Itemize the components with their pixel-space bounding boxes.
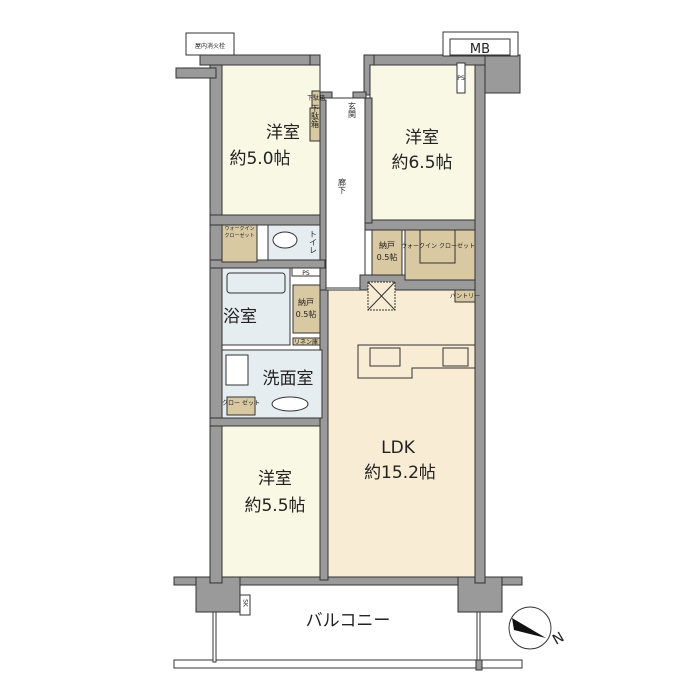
balcony-label: バルコニー bbox=[306, 611, 391, 631]
ldk-name: LDK bbox=[381, 438, 416, 458]
ps-label-1: PS bbox=[302, 270, 310, 277]
linen-label: リネン庫 bbox=[294, 338, 318, 346]
hallway-label: 廊下 bbox=[338, 177, 347, 195]
shoe-box-label: 下駄箱 bbox=[311, 104, 320, 129]
western-room-1-size: 約5.0帖 bbox=[229, 149, 290, 169]
western-room-2-size: 約6.5帖 bbox=[391, 153, 452, 173]
sk-box bbox=[239, 594, 251, 616]
washing-machine-icon bbox=[225, 354, 249, 386]
ps-label-2: PS bbox=[457, 75, 465, 82]
sk-label: SK bbox=[242, 599, 249, 608]
storage-2 bbox=[371, 229, 403, 276]
ps-box-2 bbox=[456, 62, 466, 94]
linen-closet bbox=[292, 337, 321, 346]
compass: N bbox=[508, 606, 567, 650]
walk-in-closet-1-label: ウォークイン クローゼット bbox=[224, 226, 255, 239]
closet-label: クロー ゼット bbox=[222, 399, 260, 407]
ldk-size: 約15.2帖 bbox=[364, 463, 436, 483]
bathtub-icon bbox=[226, 272, 286, 294]
walk-in-closet-1 bbox=[221, 224, 258, 263]
compass-north-label: N bbox=[550, 629, 567, 648]
bathroom-label-1: 浴室 bbox=[223, 307, 257, 327]
hallway bbox=[319, 97, 366, 289]
kitchen-sink-icon bbox=[369, 347, 401, 367]
washroom-label: 洗面室 bbox=[263, 369, 314, 389]
stove-icon bbox=[442, 347, 469, 367]
toilet-icon bbox=[272, 231, 298, 249]
storage-2-size: 0.5帖 bbox=[377, 252, 398, 262]
sink-icon bbox=[271, 396, 309, 412]
shoe-box-small-label: 下駄箱 bbox=[307, 94, 325, 102]
western-room-2-name: 洋室 bbox=[405, 128, 439, 148]
fire-hydrant-box bbox=[185, 32, 235, 56]
western-room-3 bbox=[221, 424, 321, 578]
western-room-1-name: 洋室 bbox=[266, 123, 300, 143]
storage-2-name: 納戸 bbox=[379, 240, 395, 250]
pantry-label: パントリー bbox=[450, 293, 480, 300]
closet bbox=[226, 396, 256, 416]
western-room-3-size: 約5.5帖 bbox=[244, 496, 305, 516]
storage-1-size: 0.5帖 bbox=[296, 309, 317, 319]
compass-needle-icon bbox=[512, 618, 546, 638]
balcony: バルコニー bbox=[173, 611, 523, 671]
ldk-room bbox=[325, 289, 476, 578]
storage-1 bbox=[292, 284, 321, 334]
mb-label: MB bbox=[470, 42, 490, 57]
western-room-3-name: 洋室 bbox=[258, 469, 292, 489]
storage-1-name: 納戸 bbox=[298, 297, 314, 307]
toilet-label: トイレ bbox=[309, 230, 318, 254]
entrance-label: 玄関 bbox=[348, 101, 357, 119]
walk-in-closet-2-label: ウォークイン クローゼット bbox=[401, 242, 475, 250]
shoe-box bbox=[309, 107, 321, 142]
fire-hydrant-label: 屋内消火栓 bbox=[195, 42, 225, 50]
pantry bbox=[454, 289, 476, 303]
